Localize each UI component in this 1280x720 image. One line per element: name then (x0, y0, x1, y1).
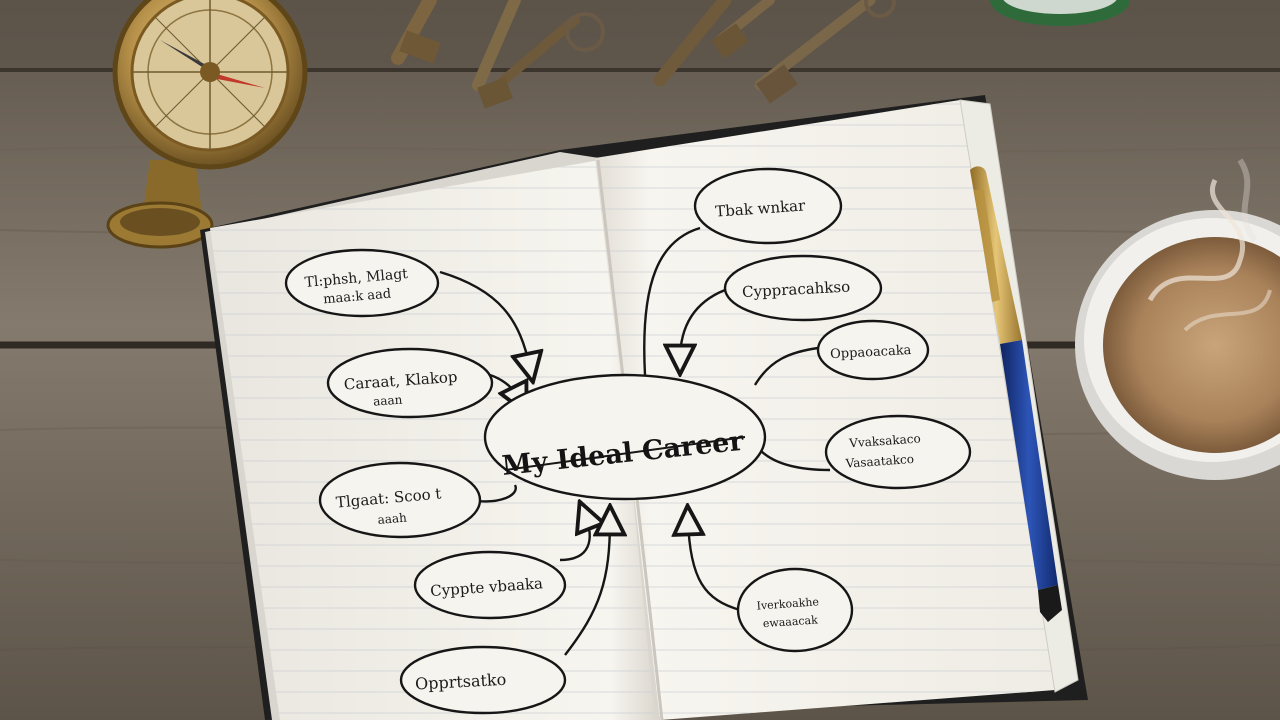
bubble-left-5 (399, 645, 567, 715)
bubble-left-4 (413, 550, 567, 620)
bubble-left-1-line-2: maa:k aad (323, 287, 392, 308)
coffee-cup-icon (1075, 158, 1280, 480)
bubble-left-3-line-2: aaah (377, 510, 408, 527)
bubble-right-2 (723, 254, 883, 322)
bubble-left-5-line-1: Opprtsatko (415, 670, 507, 694)
keys-icon (391, 0, 896, 109)
bubble-right-5-line-1: Iverkoakhe (756, 595, 819, 612)
bubble-right-3-line-1: Oppaoacaka (830, 343, 912, 362)
bubble-right-2-line-1: Cyppracahkso (742, 278, 851, 302)
mind-map-labels: My Ideal Career Tl:phsh, Mlagt maa:k aad… (304, 196, 921, 693)
bubble-right-5 (736, 567, 854, 653)
bubble-left-2-line-2: aaan (373, 393, 403, 409)
pen-icon (970, 166, 1062, 622)
bubble-right-4 (824, 414, 972, 490)
bubble-right-5-line-2: ewaaacak (762, 613, 818, 630)
compass-icon (106, 0, 308, 249)
bubble-left-3 (318, 461, 482, 539)
mind-map (284, 167, 972, 715)
bubble-right-3 (816, 319, 930, 381)
central-node (483, 373, 767, 501)
bubble-right-4-line-2: Vasaatakco (844, 452, 914, 471)
bubble-right-4-line-1: Vvaksakaco (848, 431, 921, 450)
bubble-left-1 (284, 248, 440, 318)
bubble-left-2 (326, 347, 494, 419)
bubble-right-1 (693, 167, 843, 245)
jar-icon (990, 0, 1130, 26)
